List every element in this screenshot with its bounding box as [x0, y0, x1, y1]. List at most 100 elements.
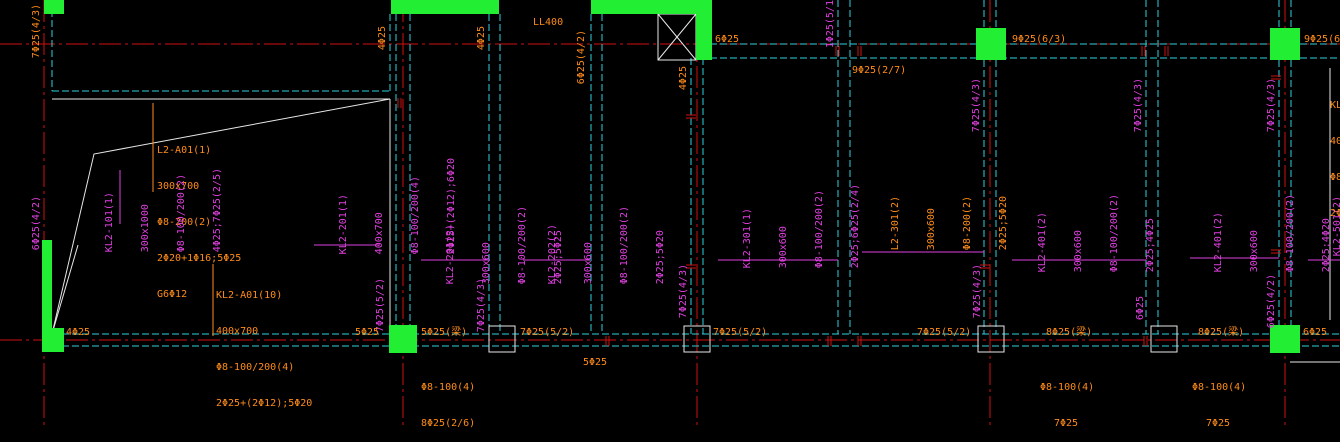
bottom-label-j: 5Φ25 [583, 357, 608, 368]
beam-note-line: 2Φ25;5Φ20 [655, 230, 666, 285]
beam-note-line: KL2-401(2) [1213, 212, 1224, 273]
vert-label-h: 7Φ25(4/3) [971, 78, 982, 133]
beam-note-l2-301: L2-301(2) 300x600 Φ8-200(2) 2Φ25;5Φ20 [866, 196, 1022, 250]
beam-note-line: Φ8-200(2) [962, 196, 973, 251]
beam-note-far-right: KL 40 Φ8 2Φ [1330, 76, 1340, 232]
beam-note-line: 400x700 [374, 212, 385, 255]
bottom-label-b: 5Φ25 [355, 327, 380, 338]
beam-note-line: Φ8-100/200(4) [216, 362, 295, 373]
beam-note-line: 2Φ25;6Φ25(2/4) [850, 184, 861, 269]
beam-note-line: 300x1000 [140, 204, 151, 253]
structural-drawing [0, 0, 1340, 428]
beam-note-line: 300x600 [778, 226, 789, 269]
beam-note-kl2-401a: KL2-401(2) 300x600 Φ8-100/200(2) 2Φ25;4Φ… [1013, 194, 1169, 272]
beam-note-line: L2-A01(1) [157, 145, 212, 156]
vert-label-o: 6Φ25 [1135, 296, 1146, 321]
beam-note-line: 300x600 [1073, 230, 1084, 273]
beam-note-line: 2Φ25;5Φ20 [998, 196, 1009, 251]
leader-lines-orange [152, 103, 214, 336]
beam-note-line: Φ8-200(2) [157, 217, 212, 228]
vert-label-d: 6Φ25(4/2) [576, 30, 587, 85]
column-bottom-right [1270, 325, 1300, 353]
beam-note-l2a01: L2-A01(1) 300x700 Φ8-200(2) 2Φ20+1Φ16;5Φ… [157, 121, 241, 313]
beam-note-line: Φ8-100/200(2) [1109, 194, 1120, 273]
column-top-mid [976, 28, 1006, 60]
vert-label-j: 7Φ25(4/3) [1266, 78, 1277, 133]
vert-label-a: 7Φ25(4/3) [31, 4, 42, 59]
vert-label-g: 6Φ25(4/2) [31, 196, 42, 251]
beam-note-line: KL2-202(2) [547, 224, 558, 285]
top-rebar-label-3: 9Φ25(6/ [1304, 34, 1340, 45]
beam-note-kl2-301: KL2-301(1) 300x600 Φ8-100/200(2) 2Φ25;6Φ… [718, 184, 874, 268]
beam-ticks [397, 46, 1281, 346]
beam-note-line: G6Φ12 [157, 289, 188, 300]
column-top-left [44, 0, 64, 14]
wall-top-1 [391, 0, 499, 14]
vert-label-p: 6Φ25(4/2) [1266, 274, 1277, 329]
column-top-right [1270, 28, 1300, 60]
beam-note-line: KL [1330, 100, 1340, 111]
vert-label-k: 7Φ25(4/3) [476, 278, 487, 333]
beam-note-line: 400x700 [216, 326, 259, 337]
beam-note-line: KL2-301(1) [742, 208, 753, 269]
vert-label-c: 4Φ25 [476, 26, 487, 51]
beam-note-line: 300x600 [1249, 230, 1260, 273]
bottom-note-line: Φ8-100(4) [1192, 382, 1247, 393]
wall-top-3 [696, 0, 712, 60]
bottom-label-f: 7Φ25(5/2) [917, 327, 972, 338]
bottom-label-e: 7Φ25(5/2) [713, 327, 768, 338]
beam-note-line: KL2-A01(10) [216, 290, 283, 301]
vert-label-b: 4Φ25 [377, 26, 388, 51]
beam-note-line: Φ8-100/200(2) [619, 206, 630, 285]
bottom-note-line: 7Φ25 [1054, 418, 1079, 429]
beam-note-line: KL2-201(1) [338, 194, 349, 255]
beam-note-line: 2Φ20+1Φ16;5Φ25 [157, 253, 242, 264]
wall-left [42, 240, 52, 336]
beam-note-kl2a01: KL2-A01(10) 400x700 Φ8-100/200(4) 2Φ25+(… [216, 266, 312, 422]
beam-note-line: 300x600 [926, 208, 937, 251]
beam-note-line: 300x600 [583, 242, 594, 285]
top-rebar-label-2: 9Φ25(6/3) [1012, 34, 1067, 45]
column-bottom-2 [389, 325, 417, 353]
beam-note-line: 300x600 [481, 242, 492, 285]
bottom-note-line: 7Φ25 [1206, 418, 1231, 429]
vert-label-f: 1Φ25(5/1 [825, 0, 836, 49]
beam-note-line: KL2-401(2) [1037, 212, 1048, 273]
bottom-note-l: Φ8-100(4) 7Φ25 [1040, 358, 1094, 442]
bottom-note-m: Φ8-100(4) 7Φ25 [1192, 358, 1246, 442]
bottom-note-line: Φ8-100(4) [1040, 382, 1095, 393]
leader-lines-magenta [119, 170, 1340, 261]
beam-note-line: 300x700 [157, 181, 200, 192]
beam-note-line: Φ8-100/200(2) [814, 190, 825, 269]
beam-note-line: 2Φ25;4Φ25 [1145, 218, 1156, 273]
bottom-label-i: 6Φ25 [1303, 327, 1328, 338]
columns [42, 0, 1300, 353]
vert-label-i: 7Φ25(4/3) [1133, 78, 1144, 133]
beam-note-line: Φ8-100/200(2) [1285, 194, 1296, 273]
beam-note-line: 2Φ25+(2Φ12);5Φ20 [216, 398, 313, 409]
beam-note-kl2-202: KL2-202(2) 300x600 Φ8-100/200(2) 2Φ25;5Φ… [523, 206, 679, 284]
beam-note-line: KL2-201(2) [445, 224, 456, 285]
beam-note-line: L2-301(2) [890, 196, 901, 251]
bottom-label-a: 4Φ25 [66, 327, 91, 338]
top-rebar-label-4: 9Φ25(2/7) [852, 65, 907, 76]
bottom-label-g: 8Φ25(梁) [1046, 327, 1093, 338]
column-bottom-left [42, 328, 64, 352]
beam-note-line: 4Φ25;7Φ25(2/5) [212, 168, 223, 253]
beam-note-line: Φ8-100/200(2) [176, 174, 187, 253]
bottom-note-line: Φ8-100(4) [421, 382, 476, 393]
bottom-label-d: 7Φ25(5/2) [520, 327, 575, 338]
vert-label-m: 7Φ25(4/3) [678, 264, 689, 319]
vert-label-l: 7Φ25(5/2) [375, 278, 386, 333]
beam-note-line: 40 [1330, 136, 1340, 147]
bottom-note-k: Φ8-100(4) 8Φ25(2/6) [421, 358, 475, 442]
ll400-label: LL400 [533, 17, 564, 28]
vert-label-n: 7Φ25(4/3) [972, 264, 983, 319]
bottom-label-h: 8Φ25(梁) [1198, 327, 1245, 338]
wall-top-2 [591, 0, 703, 14]
bottom-label-c: 5Φ25(梁) [421, 327, 468, 338]
beam-note-line: Φ8 [1330, 172, 1340, 183]
beam-note-line: KL2-101(1) [104, 192, 115, 253]
beam-note-kl2-101: KL2-101(1) 300x1000 Φ8-100/200(2) 4Φ25;7… [80, 168, 236, 252]
vert-label-e: 4Φ25 [678, 66, 689, 91]
